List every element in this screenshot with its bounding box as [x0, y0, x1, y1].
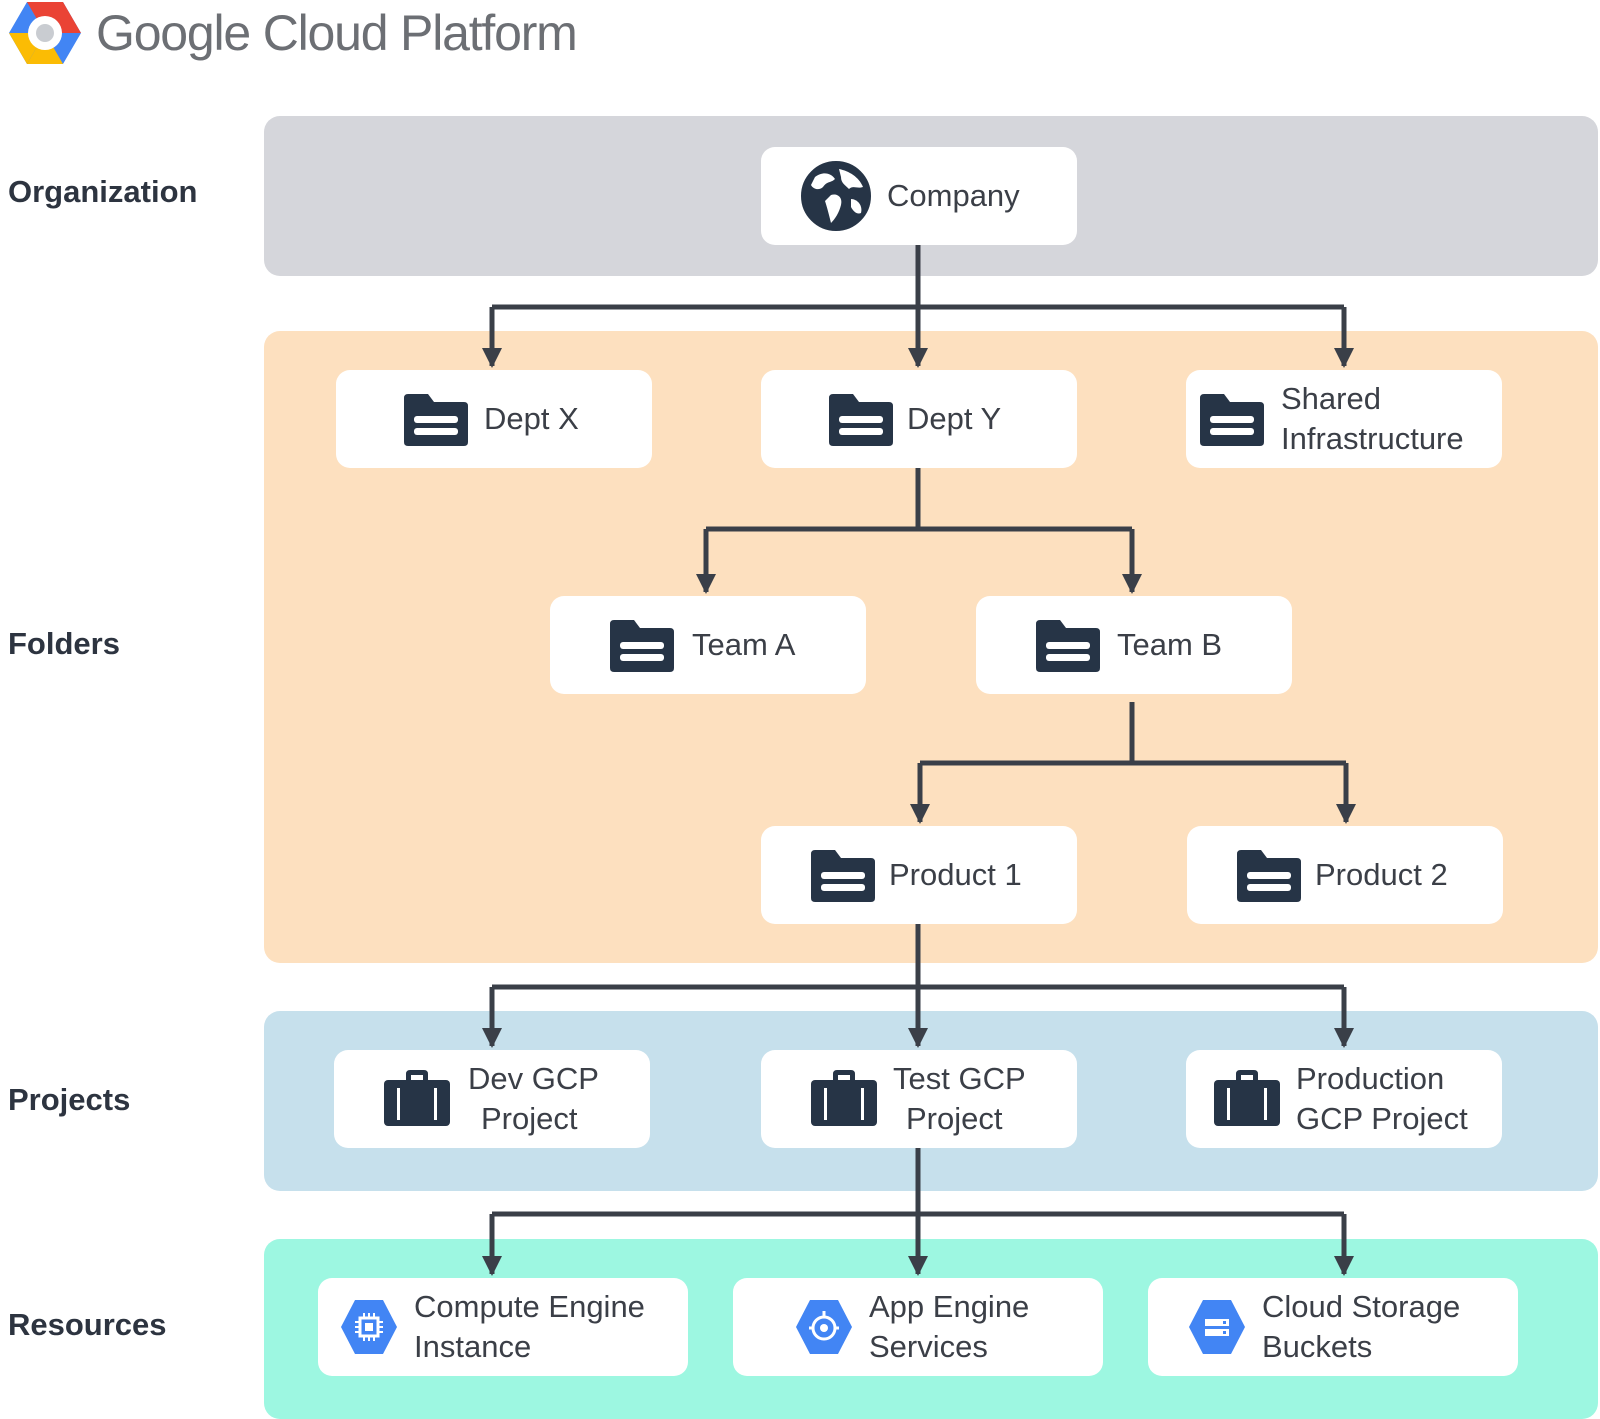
node-compute-engine-instance[interactable]: Compute Engine Instance [318, 1278, 688, 1376]
briefcase-icon [1214, 1070, 1280, 1126]
node-appengine-label-line2: Services [869, 1329, 988, 1364]
node-dept-y-label: Dept Y [907, 401, 1002, 436]
node-cloud-storage-buckets[interactable]: Cloud Storage Buckets [1148, 1278, 1518, 1376]
compute-engine-icon [341, 1300, 397, 1354]
node-prod-label-line1: Production [1296, 1061, 1445, 1096]
node-production-gcp-project[interactable]: Production GCP Project [1186, 1050, 1502, 1148]
node-product-1[interactable]: Product 1 [761, 826, 1077, 924]
node-company-label: Company [887, 178, 1020, 213]
node-appengine-label-line1: App Engine [869, 1289, 1030, 1324]
node-product-2-label: Product 2 [1315, 857, 1448, 892]
node-team-b[interactable]: Team B [976, 596, 1292, 694]
folder-icon [1036, 620, 1100, 672]
node-dept-x-label: Dept X [484, 401, 579, 436]
cloud-storage-icon [1189, 1300, 1245, 1354]
node-test-gcp-project[interactable]: Test GCP Project [761, 1050, 1077, 1148]
folder-icon [1200, 394, 1264, 446]
level-label-projects: Projects [8, 1082, 131, 1117]
folder-icon [829, 394, 893, 446]
node-storage-label-line1: Cloud Storage [1262, 1289, 1461, 1324]
node-dev-label-line2: Project [481, 1101, 578, 1136]
node-compute-label-line1: Compute Engine [414, 1289, 645, 1324]
node-product-1-label: Product 1 [889, 857, 1022, 892]
node-team-a[interactable]: Team A [550, 596, 866, 694]
node-shared-label-line1: Shared [1281, 381, 1381, 416]
node-dept-y[interactable]: Dept Y [761, 370, 1077, 468]
node-dev-gcp-project[interactable]: Dev GCP Project [334, 1050, 650, 1148]
node-dept-x[interactable]: Dept X [336, 370, 652, 468]
level-label-organization: Organization [8, 174, 198, 209]
brand-title: Google Cloud Platform [96, 5, 578, 61]
node-prod-label-line2: GCP Project [1296, 1101, 1468, 1136]
node-storage-label-line2: Buckets [1262, 1329, 1373, 1364]
folder-icon [1237, 850, 1301, 902]
app-engine-icon [796, 1300, 852, 1354]
node-team-a-label: Team A [692, 627, 796, 662]
level-label-folders: Folders [8, 626, 120, 661]
node-test-label-line1: Test GCP [893, 1061, 1026, 1096]
folder-icon [404, 394, 468, 446]
node-product-2[interactable]: Product 2 [1187, 826, 1503, 924]
node-test-label-line2: Project [906, 1101, 1003, 1136]
folder-icon [610, 620, 674, 672]
node-compute-label-line2: Instance [414, 1329, 532, 1364]
globe-icon [801, 161, 871, 231]
node-shared-label-line2: Infrastructure [1281, 421, 1464, 456]
node-app-engine-services[interactable]: App Engine Services [733, 1278, 1103, 1376]
node-company[interactable]: Company [761, 147, 1077, 245]
briefcase-icon [811, 1070, 877, 1126]
google-cloud-logo-icon [9, 2, 81, 64]
node-shared-infrastructure[interactable]: Shared Infrastructure [1186, 370, 1502, 468]
folder-icon [811, 850, 875, 902]
level-label-resources: Resources [8, 1307, 167, 1342]
briefcase-icon [384, 1070, 450, 1126]
node-team-b-label: Team B [1117, 627, 1223, 662]
node-dev-label-line1: Dev GCP [468, 1061, 599, 1096]
